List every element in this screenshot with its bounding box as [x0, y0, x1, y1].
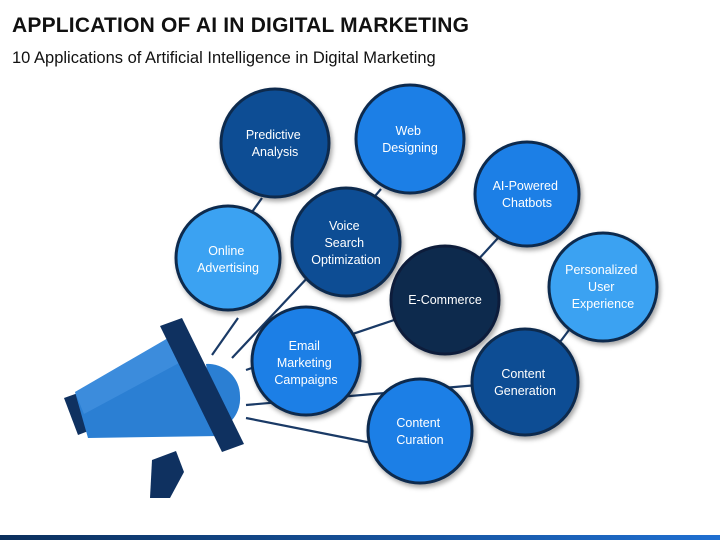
app-node-e-commerce: E-Commerce: [389, 244, 501, 356]
bottom-accent-bar: [0, 535, 720, 540]
connector-voice-megaphone: [231, 274, 311, 359]
app-node-personalized-user-experience: Personalized User Experience: [547, 231, 659, 343]
app-node-web-designing: Web Designing: [354, 83, 466, 195]
connector-curation-megaphone: [245, 416, 373, 445]
connector-online-megaphone: [211, 317, 239, 356]
connector-personalized-generation: [559, 329, 570, 343]
node-circle: [366, 377, 474, 485]
megaphone-rim: [160, 318, 244, 452]
megaphone-icon: [64, 318, 244, 498]
app-node-online-advertising: Online Advertising: [174, 204, 282, 312]
node-label: Content Curation: [396, 416, 443, 447]
node-label: Online Advertising: [197, 244, 259, 275]
node-circle: [473, 140, 581, 248]
megaphone-handle: [150, 451, 184, 498]
node-label: Web Designing: [382, 124, 438, 155]
node-label: AI-Powered Chatbots: [493, 179, 562, 210]
app-node-content-curation: Content Curation: [366, 377, 474, 485]
node-circle: [354, 83, 466, 195]
node-circle: [250, 305, 362, 417]
node-label: Predictive Analysis: [246, 128, 304, 159]
node-circle: [547, 231, 659, 343]
page-subtitle: 10 Applications of Artificial Intelligen…: [12, 49, 436, 67]
node-label: Personalized User Experience: [565, 263, 641, 311]
app-node-content-generation: Content Generation: [470, 327, 580, 437]
app-node-ai-powered-chatbots: AI-Powered Chatbots: [473, 140, 581, 248]
app-node-predictive-analysis: Predictive Analysis: [219, 87, 331, 199]
app-node-voice-search-optimization: Voice Search Optimization: [290, 186, 402, 298]
app-node-email-marketing-campaigns: Email Marketing Campaigns: [250, 305, 362, 417]
node-circle: [290, 186, 402, 298]
connector-predictive-online: [251, 197, 263, 213]
node-circle: [389, 244, 501, 356]
node-circle: [174, 204, 282, 312]
node-circle: [219, 87, 331, 199]
node-label: Email Marketing Campaigns: [274, 339, 337, 387]
megaphone-highlight: [75, 330, 192, 414]
node-label: E-Commerce: [408, 293, 482, 307]
page-title: APPLICATION OF AI IN DIGITAL MARKETING: [12, 14, 470, 37]
node-label: Voice Search Optimization: [311, 219, 381, 267]
node-circle: [470, 327, 580, 437]
node-label: Content Generation: [494, 367, 556, 398]
